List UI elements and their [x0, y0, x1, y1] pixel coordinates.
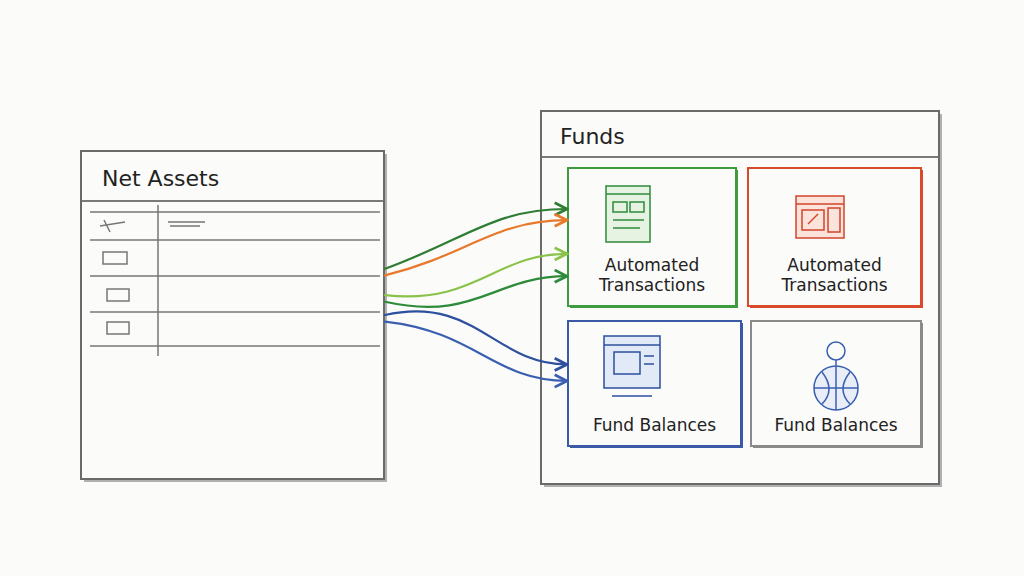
table-rule: [90, 211, 380, 213]
globe-stem: [835, 360, 837, 366]
window-frame: [606, 186, 650, 242]
table-rule: [90, 345, 380, 347]
globe-lines: [814, 366, 858, 410]
globe-body: [814, 366, 858, 410]
balances-box: Fund Balances: [567, 320, 742, 447]
monitor-stand: [612, 395, 652, 397]
funds-box: FundsAutomated Transactions Automated Tra…: [540, 110, 940, 485]
monitor-frame: [604, 336, 660, 388]
monitor-bar: [604, 344, 660, 346]
table-mark: [168, 222, 205, 226]
box-heading: Funds: [542, 112, 938, 158]
window-pane: [802, 210, 824, 230]
window-line: [613, 227, 640, 229]
window-icon: [796, 196, 844, 238]
box-label: Automated Transactions: [757, 255, 912, 295]
monitor-line: [644, 355, 654, 357]
window-line: [808, 214, 818, 224]
box-heading: Net Assets: [82, 152, 383, 202]
box-label: Fund Balances: [774, 415, 897, 435]
row-icon: [107, 322, 129, 334]
window-frame: [796, 196, 844, 238]
box-label: Fund Balances: [593, 415, 716, 435]
table-rule: [157, 205, 159, 356]
table-rule: [90, 311, 380, 313]
window-pane: [613, 202, 627, 212]
fund-icons: [604, 186, 858, 410]
transactions-box: Automated Transactions: [567, 167, 737, 307]
window-line: [613, 219, 644, 221]
transactions-box: Automated Transactions: [747, 167, 922, 307]
box-label: Automated Transactions: [577, 255, 727, 295]
window-bar: [606, 193, 650, 195]
globe-top: [827, 342, 845, 360]
ledger-table: [90, 205, 380, 356]
monitor-line: [644, 363, 654, 365]
balances-box: Fund Balances: [750, 320, 922, 447]
window-pane: [828, 208, 840, 232]
flow-arrow: [385, 220, 567, 275]
flow-arrow: [385, 276, 567, 307]
window-icon: [606, 186, 650, 242]
window-pane: [630, 202, 644, 212]
table-mark: [100, 220, 125, 232]
flow-arrow: [385, 322, 567, 381]
monitor-icon: [604, 336, 660, 396]
monitor-screen: [614, 352, 640, 374]
window-bar: [796, 203, 844, 205]
flow-arrow: [385, 311, 567, 364]
table-rule: [90, 239, 380, 241]
globe-icon: [814, 342, 858, 410]
row-icon: [107, 289, 129, 301]
table-rule: [90, 275, 380, 277]
flow-arrow: [385, 209, 567, 269]
row-icon: [103, 252, 127, 264]
flow-arrow: [385, 254, 567, 297]
net-assets-box: Net Assets: [80, 150, 385, 480]
